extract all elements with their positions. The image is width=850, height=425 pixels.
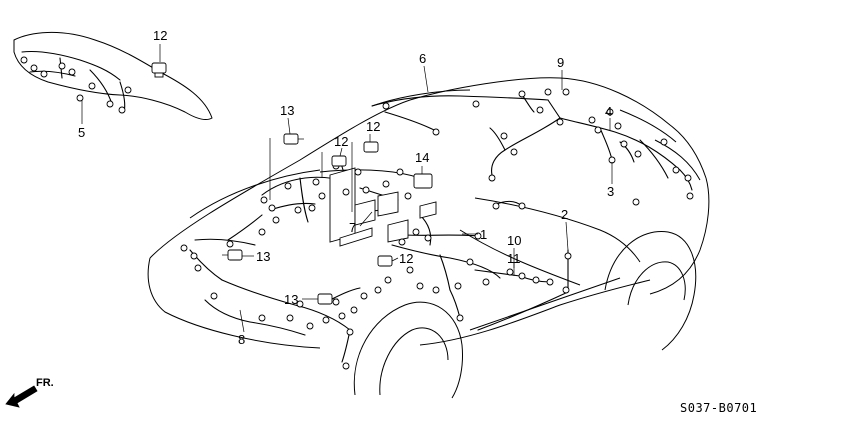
front-direction-label: FR.: [36, 377, 54, 389]
callout-12-floor: 12: [399, 251, 413, 266]
callout-2: 2: [561, 207, 568, 222]
callout-13-lower: 13: [284, 292, 298, 307]
callout-10: 10: [507, 233, 521, 248]
callout-7: 7: [349, 220, 356, 235]
callout-6: 6: [419, 51, 426, 66]
harness-clips: [20, 56, 694, 370]
callout-14: 14: [415, 150, 429, 165]
ground-bolts: [151, 62, 433, 305]
callout-13-upper: 13: [280, 103, 294, 118]
callout-11: 11: [507, 251, 521, 266]
callout-9: 9: [557, 55, 564, 70]
front-direction-indicator: FR.: [5, 377, 54, 408]
diagram-code: S037-B0701: [680, 401, 757, 415]
callout-4: 4: [605, 104, 612, 119]
leader-lines: [81, 44, 613, 333]
callout-12-dash-left: 12: [334, 134, 348, 149]
callout-5: 5: [78, 125, 85, 140]
fuse-box-assembly: [329, 167, 437, 247]
wire-harness-routing: [189, 91, 693, 363]
callout-12-top: 12: [153, 28, 167, 43]
callout-12-dash-right: 12: [366, 119, 380, 134]
callout-8: 8: [238, 332, 245, 347]
callout-13-left: 13: [256, 249, 270, 264]
front-direction-arrow-icon: [5, 385, 38, 408]
callout-labels: 1 2 3 4 5 6 7 8 9 10 11 12 12 12 12 13 1…: [78, 28, 614, 347]
callout-1: 1: [480, 227, 487, 242]
callout-3: 3: [607, 184, 614, 199]
